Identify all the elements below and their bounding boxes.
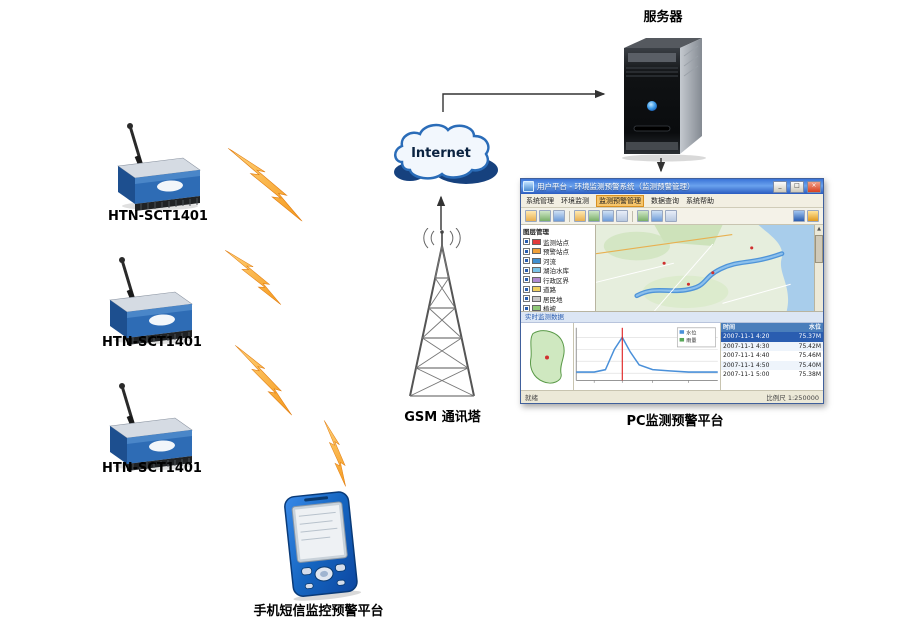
legend-swatch [532,267,541,274]
toolbar-icon[interactable] [637,210,649,222]
menu-item-system[interactable]: 系统管理 [526,196,554,205]
menu-item-warning[interactable]: 监测预警管理 [596,194,644,207]
device-1-label: HTN-SCT1401 [108,209,208,224]
checkbox-icon[interactable] [523,247,530,255]
toolbar-icon[interactable] [602,210,614,222]
menu-bar: 系统管理 环境监测 监测预警管理 数据查询 系统帮助 [521,194,823,208]
map-view[interactable] [596,225,814,311]
table-row[interactable]: 2007-11-1 4:50 75.40M [721,360,823,370]
layer-tree-panel: 图层管理 监测站点 预警站点 河流 湖泊水库 行政区界 道路 居民地 植被 [521,225,596,311]
status-text: 就绪 [525,394,538,402]
scroll-thumb[interactable] [815,235,823,263]
menu-item-monitor[interactable]: 环境监测 [561,196,589,205]
legend-swatch [532,257,541,264]
gsm-device-3 [109,383,193,471]
window-app-icon [523,181,534,192]
layer-item[interactable]: 道路 [523,285,593,294]
layer-item[interactable]: 行政区界 [523,275,593,285]
layer-item[interactable]: 预警站点 [523,247,593,256]
pda-device [284,491,362,601]
table-header-row: 时间 水位 [721,323,823,332]
menu-item-query[interactable]: 数据查询 [651,196,679,205]
server-tower [622,38,706,162]
toolbar-icon[interactable] [588,210,600,222]
vertical-scrollbar[interactable]: ▲ [814,225,823,311]
table-row[interactable]: 2007-11-1 4:30 75.42M [721,341,823,351]
bottom-panel-header: 实时监测数据 [521,312,823,323]
internet-label: Internet [411,146,471,161]
checkbox-icon[interactable] [523,276,530,284]
scroll-up-icon[interactable]: ▲ [817,226,821,232]
internet-cloud: Internet [394,123,498,184]
legend-swatch [532,238,541,245]
menu-item-help[interactable]: 系统帮助 [686,196,714,205]
tower-label: GSM 通讯塔 [404,410,481,425]
water-level-chart: 水位 雨量 [574,323,721,390]
toolbar-icon[interactable] [574,210,586,222]
toolbar [521,208,823,225]
toolbar-icon[interactable] [616,210,628,222]
layer-item[interactable]: 湖泊水库 [523,266,593,275]
window-titlebar[interactable]: 用户平台 - 环境监测预警系统（监测预警管理） _ □ × [521,179,823,194]
toolbar-icon[interactable] [525,210,537,222]
gsm-device-1 [117,123,201,211]
toolbar-icon[interactable] [651,210,663,222]
checkbox-icon[interactable] [523,304,530,311]
checkbox-icon[interactable] [523,257,530,265]
gsm-tower [409,228,475,397]
device-2-label: HTN-SCT1401 [102,335,202,350]
toolbar-separator [569,210,570,222]
layer-item[interactable]: 植被 [523,304,593,311]
toolbar-icon[interactable] [665,210,677,222]
window-title: 用户平台 - 环境监测预警系统（监测预警管理） [537,182,695,191]
pc-platform-label: PC监测预警平台 [626,414,724,429]
legend-swatch [532,276,541,283]
gsm-device-2 [109,257,193,345]
close-button[interactable]: × [807,180,821,193]
legend-swatch [532,295,541,302]
checkbox-icon[interactable] [523,285,530,293]
status-bar: 就绪 比例尺 1:250000 [521,390,823,403]
mobile-platform-label: 手机短信监控预警平台 [253,604,384,619]
readings-table: 时间 水位 2007-11-1 4:20 75.37M 2007-11-1 4:… [721,323,823,390]
overview-map [521,323,574,390]
server-label: 服务器 [643,10,683,25]
device-3-label: HTN-SCT1401 [102,461,202,476]
lightning-bolt-1 [227,148,303,222]
checkbox-icon[interactable] [523,266,530,274]
table-row[interactable]: 2007-11-1 5:00 75.38M [723,371,821,378]
table-row[interactable]: 2007-11-1 4:20 75.37M [721,332,823,342]
checkbox-icon[interactable] [523,238,530,246]
layer-item[interactable]: 河流 [523,256,593,266]
legend-swatch [532,248,541,255]
maximize-button[interactable]: □ [790,180,804,193]
layer-item[interactable]: 监测站点 [523,237,593,247]
status-scale: 比例尺 1:250000 [766,394,819,402]
chart-legend-2: 雨量 [686,337,696,344]
table-row[interactable]: 2007-11-1 4:40 75.46M [723,352,821,359]
pc-monitor-window: 用户平台 - 环境监测预警系统（监测预警管理） _ □ × 系统管理 环境监测 … [520,178,824,404]
toolbar-icon[interactable] [539,210,551,222]
toolbar-icon-map[interactable] [793,210,805,222]
toolbar-icon[interactable] [553,210,565,222]
minimize-button[interactable]: _ [773,180,787,193]
layer-item[interactable]: 居民地 [523,294,593,304]
legend-swatch [532,286,541,293]
layer-tree-root[interactable]: 图层管理 [523,228,549,236]
legend-swatch [532,305,541,311]
arrow-internet-to-server [442,89,606,112]
checkbox-icon[interactable] [523,295,530,303]
lightning-bolt-4 [323,420,346,487]
chart-legend-1: 水位 [686,328,696,336]
toolbar-separator [632,210,633,222]
toolbar-icon-alert[interactable] [807,210,819,222]
